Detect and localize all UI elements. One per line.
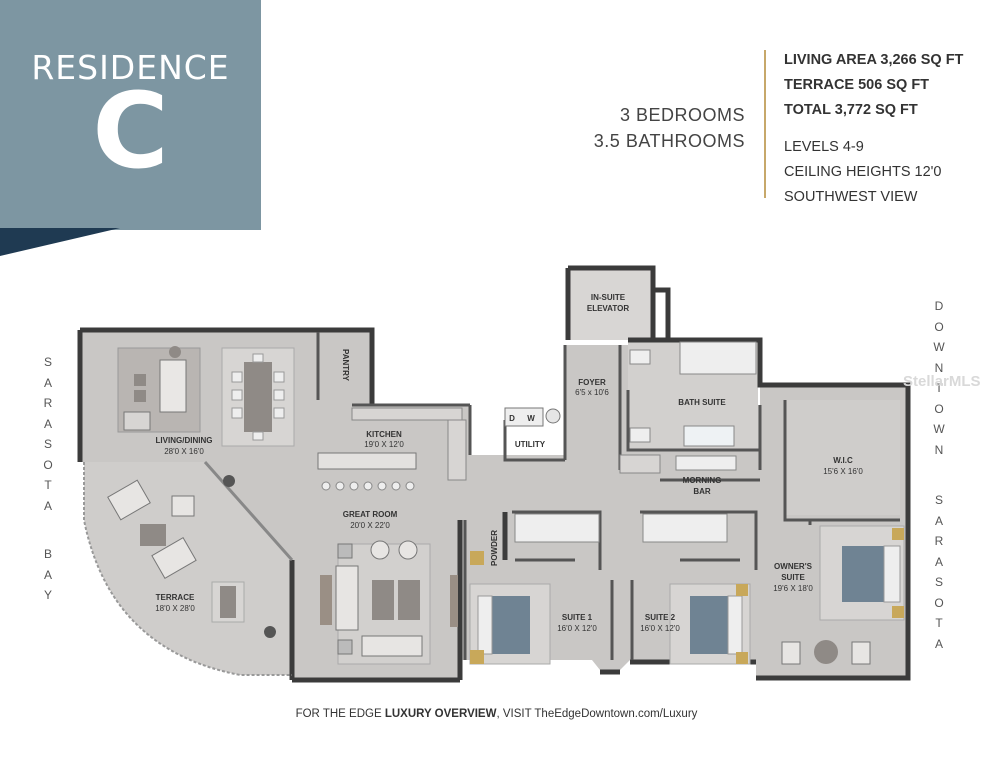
footer-suffix: , VISIT TheEdgeDowntown.com/Luxury [496,708,698,720]
residence-label: RESIDENCE [31,48,230,87]
room-terrace-name: TERRACE [156,593,195,602]
residence-letter: C [92,70,169,192]
spec-view: SOUTHWEST VIEW [784,189,918,205]
spec-terrace: TERRACE 506 SQ FT [784,77,930,93]
room-terrace-size: 18'0 X 28'0 [155,604,195,613]
elevator-shaft [568,268,653,340]
room-powder: POWDER [490,530,499,566]
room-suite1-name: SUITE 1 [562,613,593,622]
footer-bold: LUXURY OVERVIEW [384,708,497,720]
footer-prefix: FOR THE EDGE [295,708,382,720]
room-wic-name: W.I.C [833,456,853,465]
footer-note: FOR THE EDGE LUXURY OVERVIEW, VISIT TheE… [0,708,993,720]
room-living-name: LIVING/DINING [156,436,213,445]
bathrooms-count: 3.5 BATHROOMS [593,131,745,151]
room-owners-line2: SUITE [781,573,805,582]
room-elevator-line1: IN-SUITE [591,293,626,302]
room-owners-line1: OWNER'S [774,562,813,571]
bed-bath-summary: 3 BEDROOMS 3.5 BATHROOMS [594,102,745,154]
room-foyer-name: FOYER [578,378,606,387]
room-great-size: 20'0 X 22'0 [350,521,390,530]
banner-stripe [0,228,120,256]
spec-total: TOTAL 3,772 SQ FT [784,102,918,118]
room-suite2-size: 16'0 X 12'0 [640,624,680,633]
watermark: StellarMLS [903,373,981,390]
spec-divider [764,50,766,198]
spec-living-area: LIVING AREA 3,266 SQ FT [784,52,964,68]
room-kitchen-name: KITCHEN [366,430,402,439]
room-suite1-size: 16'0 X 12'0 [557,624,597,633]
room-great-name: GREAT ROOM [343,510,398,519]
bedrooms-count: 3 BEDROOMS [619,105,745,125]
spec-ceiling: CEILING HEIGHTS 12'0 [784,164,942,180]
room-living-size: 28'0 X 16'0 [164,447,204,456]
room-suite2-name: SUITE 2 [645,613,676,622]
room-foyer-size: 6'5 x 10'6 [575,388,609,397]
appliance-d: D [509,414,515,423]
residence-banner: RESIDENCE C [0,0,261,230]
specs-list: LIVING AREA 3,266 SQ FT TERRACE 506 SQ F… [784,48,963,210]
room-morning-bar-line1: MORNING [683,476,722,485]
room-kitchen-size: 19'0 X 12'0 [364,440,404,449]
room-bath-suite: BATH SUITE [678,398,726,407]
room-owners-size: 19'6 X 18'0 [773,584,813,593]
room-wic-size: 15'6 X 16'0 [823,467,863,476]
room-pantry: PANTRY [341,349,350,382]
room-utility: UTILITY [515,440,546,449]
room-morning-bar-line2: BAR [693,487,711,496]
wic-floor [785,400,900,515]
room-elevator-line2: ELEVATOR [587,304,629,313]
appliance-w: W [527,414,535,423]
spec-levels: LEVELS 4-9 [784,139,864,155]
